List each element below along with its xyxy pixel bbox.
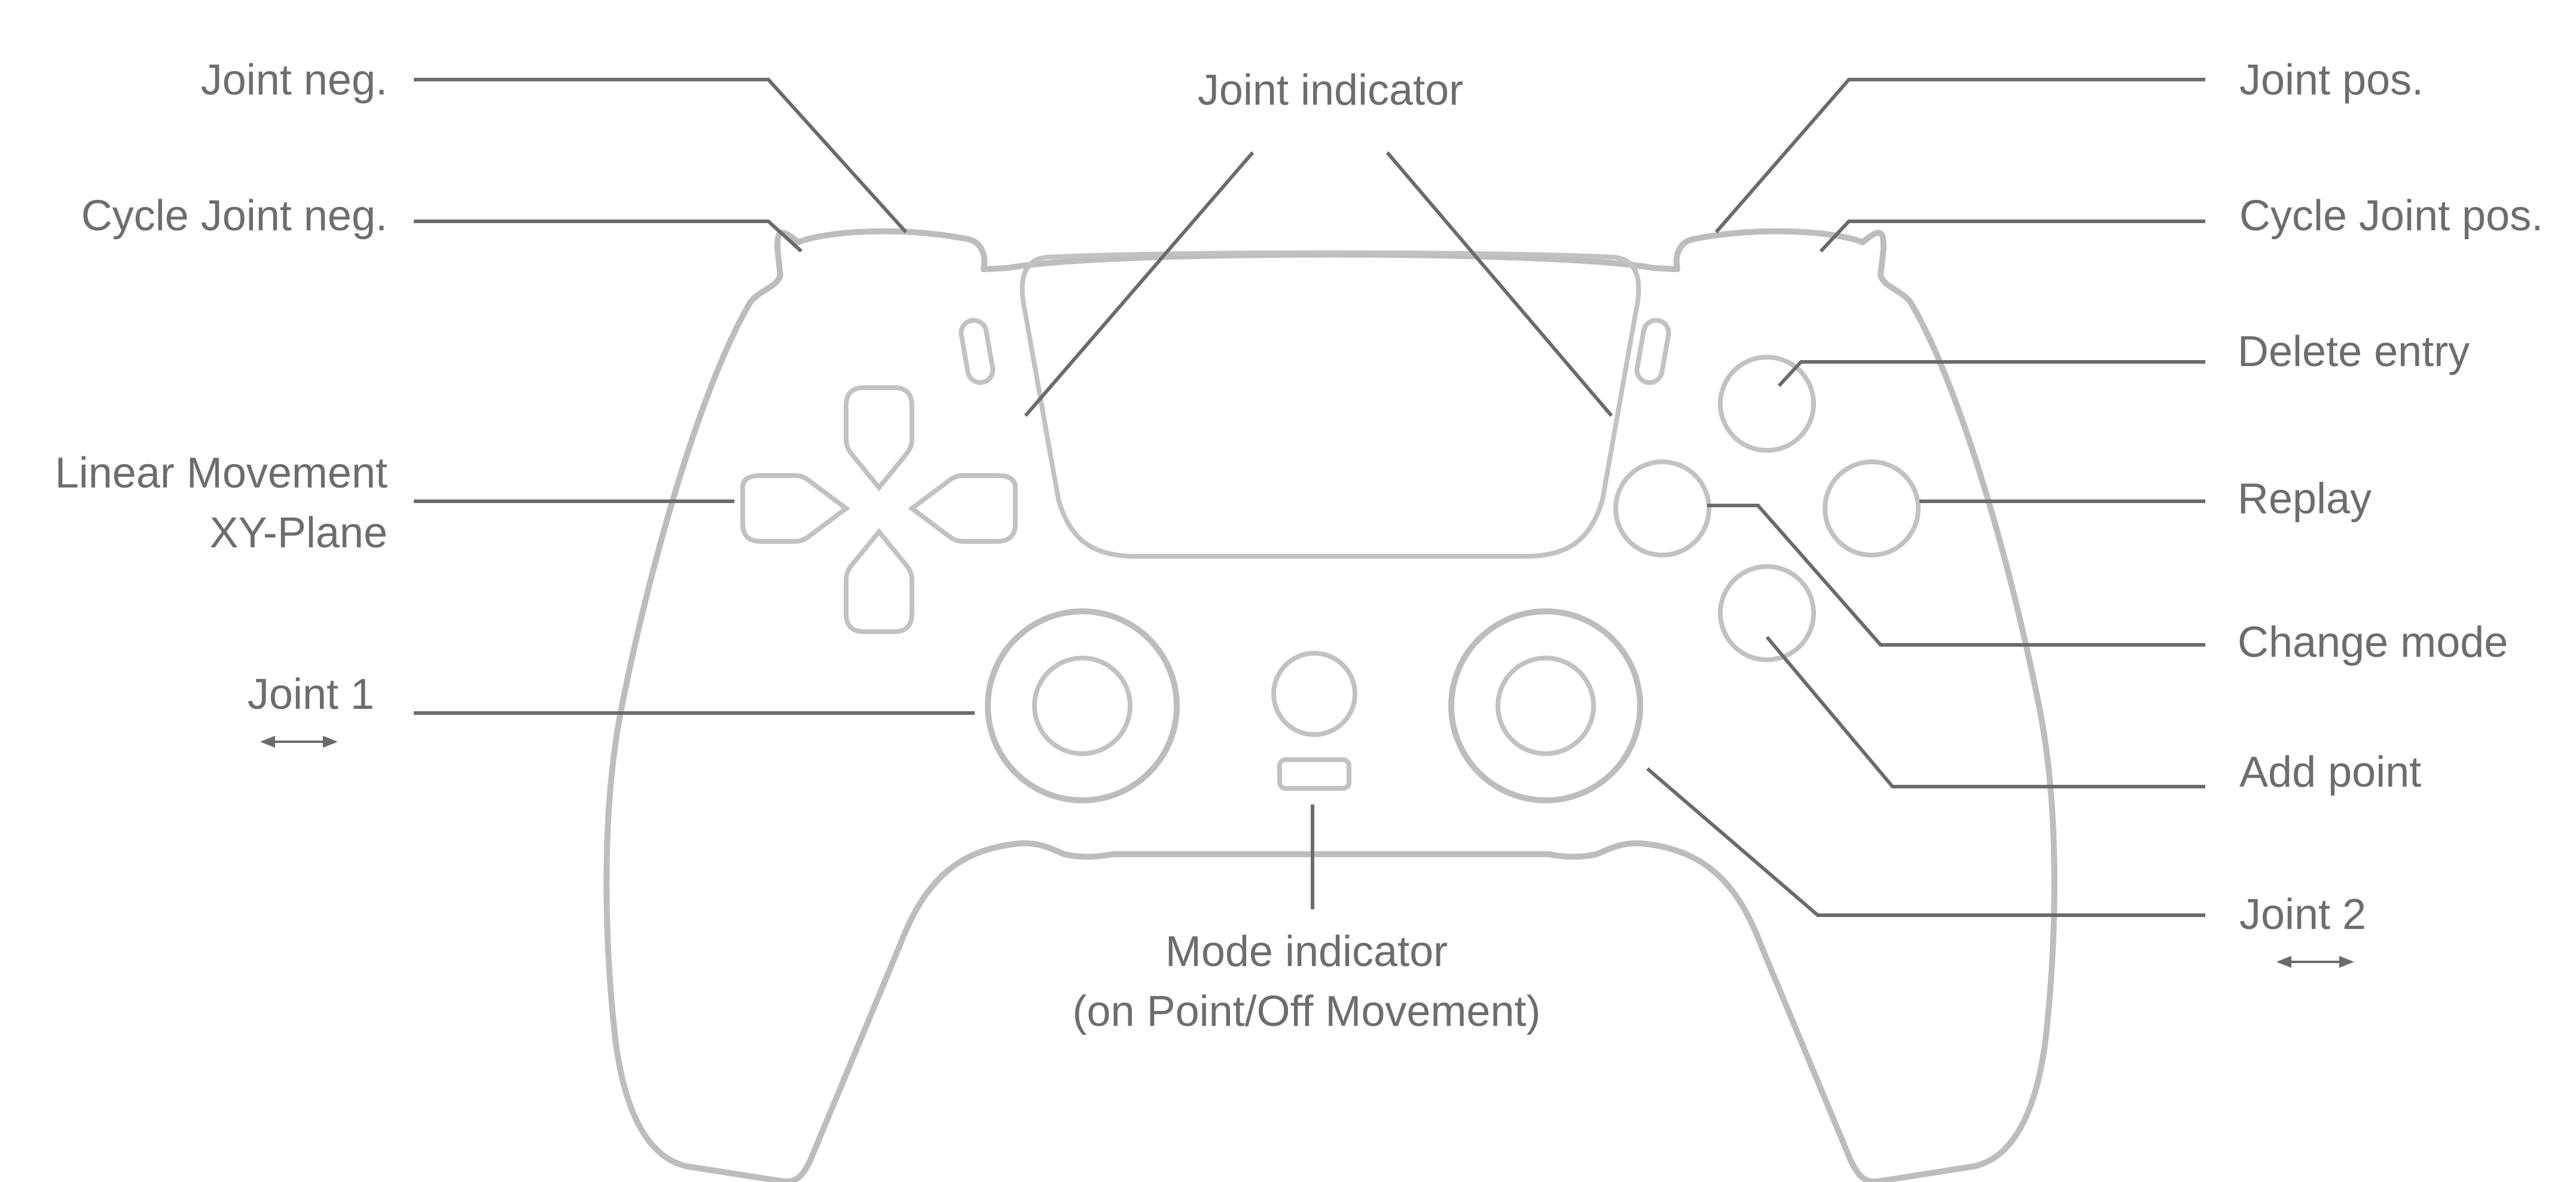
create-button[interactable]	[959, 318, 996, 385]
right-stick[interactable]	[1448, 608, 1643, 803]
labels: Joint neg. Cycle Joint neg. Linear Movem…	[55, 56, 2544, 1035]
label-replay: Replay	[2238, 475, 2371, 523]
label-joint-pos: Joint pos.	[2239, 56, 2424, 104]
leader-lines	[414, 78, 2205, 917]
right-stick-ring	[1448, 608, 1643, 803]
gamepad-outline	[603, 228, 2058, 1182]
left-stick-ring	[985, 608, 1180, 803]
leader-joint-pos	[1714, 78, 2205, 233]
dpad-down[interactable]	[844, 528, 914, 634]
dpad-left[interactable]	[740, 473, 850, 544]
leader-cycle-joint-pos	[1819, 220, 2205, 253]
leader-joint-indicator-left	[1024, 151, 1255, 417]
square-button[interactable]	[1613, 459, 1711, 558]
leader-joint-indicator-right	[1385, 151, 1613, 417]
leader-joint-2	[1646, 767, 2205, 917]
double-arrow-icon	[2276, 956, 2354, 968]
controller-body	[603, 228, 2058, 1182]
leader-joint-neg	[414, 78, 908, 234]
label-xy-plane: XY-Plane	[209, 509, 387, 557]
ps-button[interactable]	[1271, 651, 1357, 737]
label-cycle-joint-pos: Cycle Joint pos.	[2239, 192, 2543, 240]
dpad-up[interactable]	[844, 385, 914, 492]
right-stick-cap[interactable]	[1495, 656, 1596, 756]
mode-indicator-light	[1277, 757, 1351, 791]
dpad[interactable]	[740, 385, 1018, 634]
leader-change-mode	[1707, 504, 2205, 647]
leader-add-point	[1765, 636, 2205, 788]
circle-button[interactable]	[1823, 459, 1921, 558]
left-stick[interactable]	[985, 608, 1180, 803]
label-joint-2: Joint 2	[2239, 891, 2366, 939]
left-stick-cap[interactable]	[1032, 656, 1133, 756]
triangle-button[interactable]	[1718, 355, 1816, 453]
label-joint-neg: Joint neg.	[201, 56, 387, 104]
double-arrow-icon	[260, 736, 338, 748]
cross-button[interactable]	[1718, 564, 1816, 662]
label-joint-indicator: Joint indicator	[1198, 66, 1463, 114]
label-delete-entry: Delete entry	[2238, 328, 2470, 376]
touchpad[interactable]	[1020, 250, 1641, 559]
label-add-point: Add point	[2239, 748, 2421, 796]
leader-delete-entry	[1777, 360, 2205, 388]
label-joint-1: Joint 1	[248, 671, 374, 718]
leader-cycle-joint-neg	[414, 220, 803, 253]
dpad-right[interactable]	[908, 473, 1018, 544]
label-change-mode: Change mode	[2238, 619, 2508, 666]
label-mode-indicator-sub: (on Point/Off Movement)	[1073, 988, 1541, 1035]
options-button[interactable]	[1634, 318, 1671, 385]
label-linear-movement: Linear Movement	[55, 449, 387, 497]
label-mode-indicator: Mode indicator	[1165, 928, 1448, 976]
label-cycle-joint-neg: Cycle Joint neg.	[81, 192, 387, 240]
